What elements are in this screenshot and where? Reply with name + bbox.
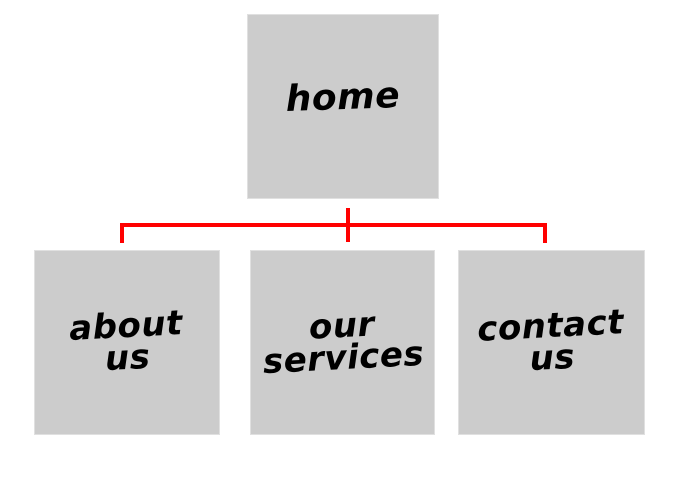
node-about-us-label: about us xyxy=(68,303,186,379)
node-our-services-label: our services xyxy=(260,305,425,383)
node-our-services-line2: services xyxy=(261,334,425,383)
node-contact-us-label: contact us xyxy=(476,302,626,379)
node-home-label: home xyxy=(284,75,401,121)
node-about-us: about us xyxy=(34,250,220,435)
node-home: home xyxy=(247,14,439,199)
connector-stub-about xyxy=(120,223,124,243)
node-contact-us: contact us xyxy=(458,250,645,435)
node-our-services: our services xyxy=(250,250,435,435)
connector-horizontal-line xyxy=(120,223,547,227)
connector-stub-contact xyxy=(543,223,547,243)
